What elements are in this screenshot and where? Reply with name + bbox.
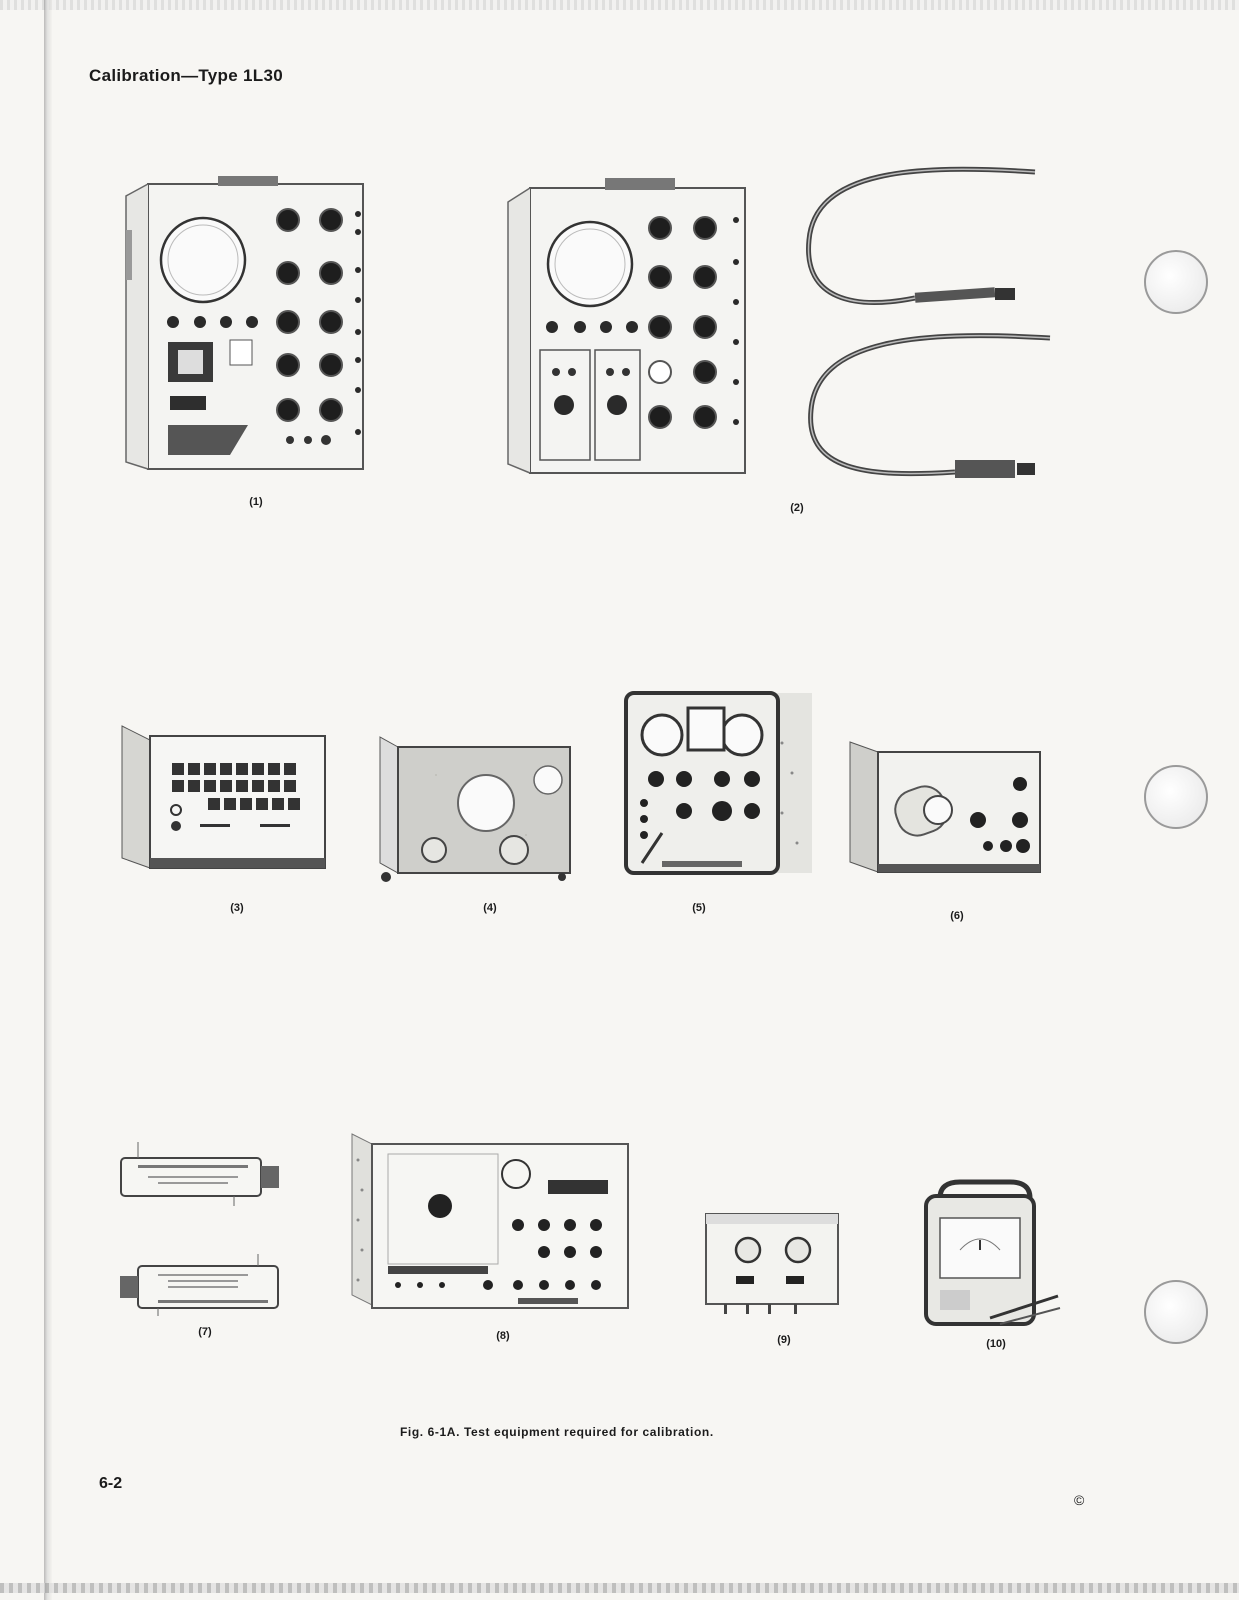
- copyright-symbol: ©: [1074, 1492, 1085, 1508]
- item-label-6: (6): [950, 910, 964, 922]
- item-label-5: (5): [692, 902, 706, 914]
- page-header: Calibration—Type 1L30: [89, 66, 283, 85]
- page-number: 6-2: [99, 1475, 123, 1492]
- portable-meter-icon: [924, 1179, 1061, 1326]
- punch-hole-top: [1144, 250, 1208, 314]
- item-label-10: (10): [986, 1338, 1006, 1350]
- page-edge-top: [0, 0, 1239, 10]
- item-label-2: (2): [790, 502, 804, 514]
- oscilloscope-with-probes-icon: [507, 178, 746, 474]
- sweep-generator-icon: [351, 1133, 629, 1309]
- punch-hole-middle: [1144, 765, 1208, 829]
- signal-generator-icon: [379, 736, 571, 882]
- meter-instrument-icon: [624, 691, 812, 875]
- item-label-3: (3): [230, 902, 244, 914]
- item-label-1: (1): [249, 496, 263, 508]
- time-mark-generator-icon: [121, 725, 326, 869]
- item-label-8: (8): [496, 1330, 510, 1342]
- item-label-4: (4): [483, 902, 497, 914]
- oscilloscope-icon: [125, 176, 364, 470]
- probes-icon: [806, 166, 1051, 478]
- item-label-7: (7): [198, 1326, 212, 1338]
- page-edge-bottom: [0, 1583, 1239, 1593]
- page-edge-left: [44, 0, 52, 1600]
- punch-hole-bottom: [1144, 1280, 1208, 1344]
- pulse-generator-icon: [849, 741, 1041, 873]
- small-generator-icon: [705, 1213, 839, 1314]
- attenuators-icon: [120, 1142, 279, 1316]
- item-label-9: (9): [777, 1334, 791, 1346]
- figure-caption: Fig. 6-1A. Test equipment required for c…: [400, 1425, 714, 1439]
